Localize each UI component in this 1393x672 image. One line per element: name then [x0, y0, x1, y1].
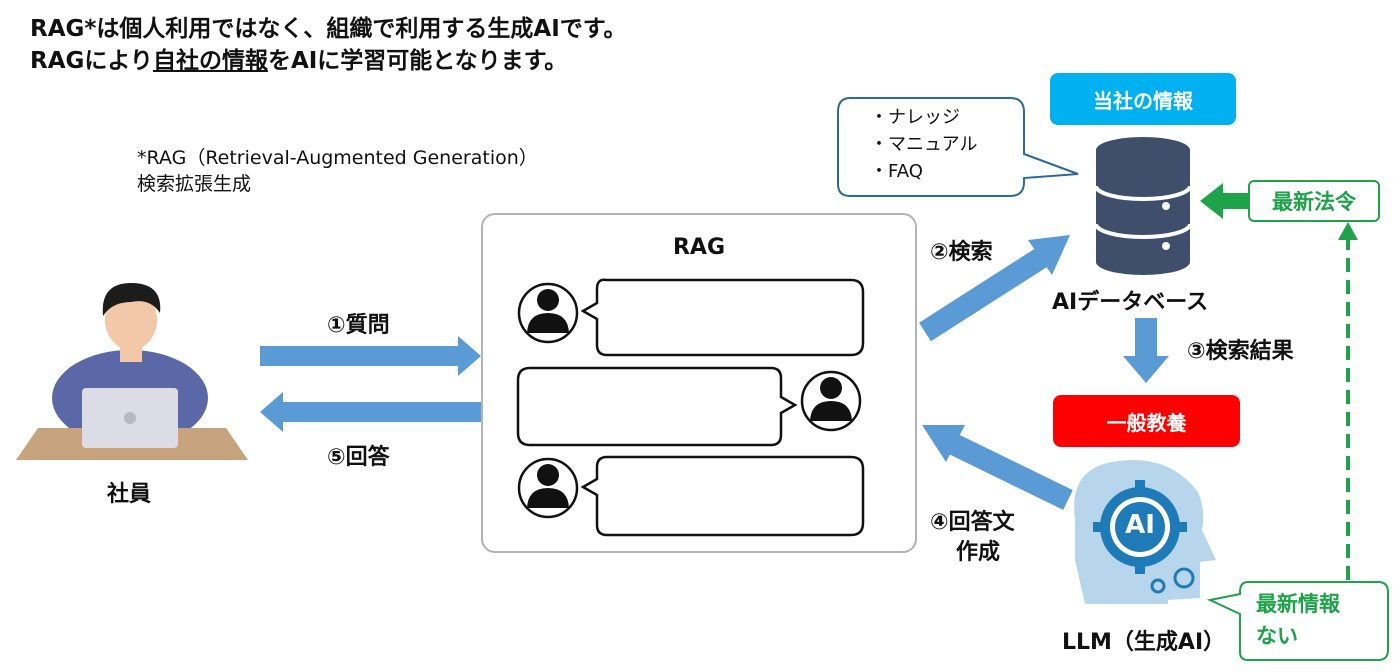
chat-row-1: [517, 278, 865, 357]
latest-law-tag: 最新法令: [1248, 180, 1380, 222]
company-info-list: ・ナレッジ ・マニュアル ・FAQ: [870, 104, 977, 185]
llm-label: LLM（生成AI）: [1062, 630, 1226, 655]
employee-illustration: [16, 283, 248, 460]
database-label: AIデータベース: [1052, 290, 1209, 315]
step-answer-label: ⑤回答: [327, 445, 390, 470]
step-compose-label: ④回答文 作成: [930, 508, 1015, 568]
rag-note-line-2: 検索拡張生成: [137, 173, 252, 195]
compose-arrow: [922, 425, 1073, 510]
company-info-callout: [837, 97, 1079, 197]
rag-panel: RAG: [481, 213, 917, 553]
database-icon: [1094, 137, 1192, 275]
no-latest-info-text: 最新情報 ない: [1256, 588, 1340, 652]
company-info-item: ・マニュアル: [870, 134, 978, 155]
company-info-chip: 当社の情報: [1050, 73, 1236, 125]
rag-note: *RAG（Retrieval-Augmented Generation） 検索拡…: [137, 145, 538, 197]
company-info-item: ・ナレッジ: [870, 107, 960, 128]
step-compose-line-2: 作成: [956, 540, 1001, 565]
step-search-label: ②検索: [930, 240, 993, 265]
chat-row-2: [516, 366, 862, 447]
rag-panel-title: RAG: [672, 235, 726, 260]
step-search-result-label: ③検索結果: [1187, 339, 1294, 364]
employee-label: 社員: [107, 482, 152, 507]
header-line-2-post: をAIに学習可能となります。: [267, 48, 568, 74]
step-compose-line-1: ④回答文: [930, 510, 1015, 535]
llm-head-icon: [1074, 460, 1216, 604]
chat-illustration: [516, 278, 865, 537]
question-arrow: [260, 336, 481, 376]
search-arrow: [919, 235, 1070, 342]
no-latest-info-callout: [1206, 581, 1389, 661]
llm-ai-text: AI: [1125, 510, 1155, 540]
company-info-item: ・FAQ: [870, 161, 923, 182]
header-line-2: RAGにより自社の情報をAIに学習可能となります。: [30, 46, 567, 76]
no-latest-info-line-2: ない: [1256, 624, 1298, 648]
no-latest-info-line-1: 最新情報: [1256, 592, 1340, 616]
step-question-label: ①質問: [327, 313, 390, 338]
header-line-1: RAG*は個人利用ではなく、組織で利用する生成AIです。: [30, 16, 627, 42]
chat-row-3: [517, 455, 865, 537]
rag-note-line-1: *RAG（Retrieval-Augmented Generation）: [137, 147, 538, 169]
general-knowledge-chip: 一般教養: [1053, 395, 1240, 447]
search-result-arrow: [1123, 318, 1169, 383]
header-line-2-underline: 自社の情報: [152, 48, 268, 74]
answer-arrow: [260, 392, 481, 432]
header-line-2-pre: RAGにより: [30, 48, 153, 74]
latest-law-arrow: [1200, 183, 1248, 219]
